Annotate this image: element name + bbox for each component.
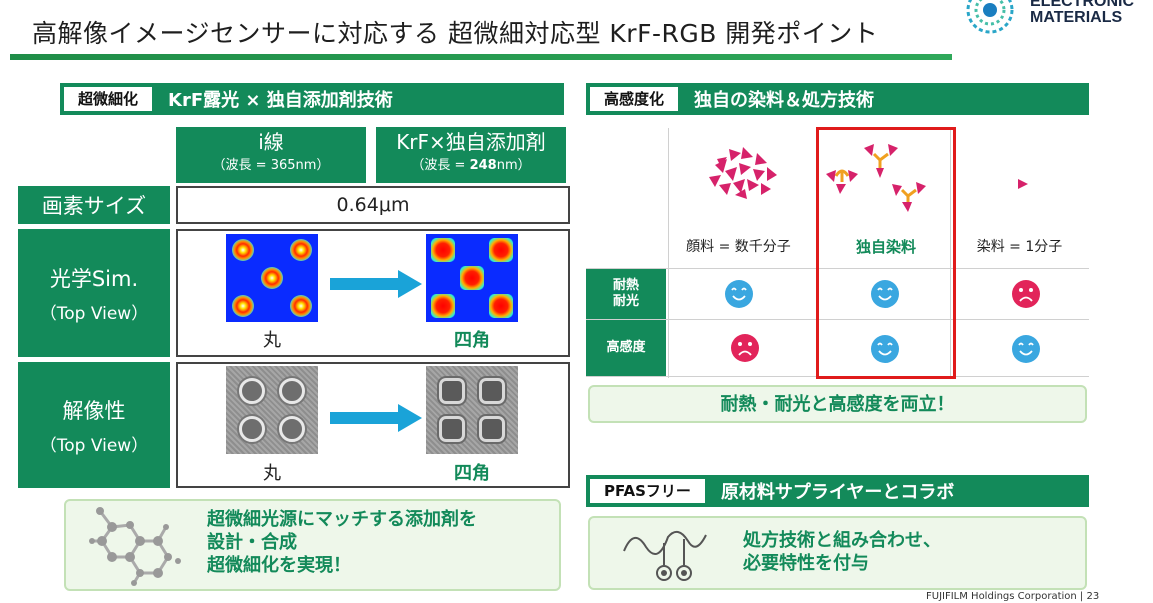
caption-square: 四角 (454, 330, 490, 351)
column-label-pigment: 顔料 = 数千分子 (686, 239, 791, 255)
pfas-callout-text: 処方技術と組み合わせ、 必要特性を付与 (743, 530, 941, 574)
brand-name: ELECTRONIC MATERIALS (1030, 0, 1134, 26)
row-label-sensitivity: 高感度 (586, 320, 666, 376)
table-divider (950, 128, 951, 378)
pfas-callout (588, 516, 1087, 590)
proprietary-dye-highlight (816, 127, 956, 379)
brand-line-2: MATERIALS (1030, 9, 1123, 26)
sem-image-round (226, 366, 318, 454)
column-header-sub: （波長 = 365nm） (212, 158, 330, 173)
company-logo-icon (966, 0, 1014, 34)
dye-molecule-icon (1018, 179, 1028, 189)
pigment-cluster-icon (709, 147, 777, 199)
footer: FUJIFILM Holdings Corporation | 23 (926, 591, 1100, 602)
column-header-krf: KrF×独自添加剤 （波長 = 248nm） (376, 127, 566, 183)
column-header-sub: （波長 = 248nm） (411, 158, 531, 173)
happy-face-icon (1012, 335, 1040, 363)
sim-image-round (226, 234, 318, 322)
left-section-header: 超微細化 KrF露光 × 独自添加剤技術 (60, 83, 564, 115)
right-section-tag: 高感度化 (590, 87, 679, 111)
right-section-title: 独自の染料＆処方技術 (694, 90, 875, 111)
molecule-icon (89, 507, 181, 586)
pfas-tag: PFASフリー (590, 479, 705, 503)
arrow-right-icon (330, 404, 422, 432)
happy-face-icon (871, 280, 899, 308)
brand-line-1: ELECTRONIC (1030, 0, 1134, 10)
sad-face-icon (731, 334, 759, 362)
arrow-right-icon (330, 270, 422, 298)
right-section-header: 高感度化 独自の染料＆処方技術 (586, 83, 1089, 115)
pfas-section-header: PFASフリー 原材料サプライヤーとコラボ (586, 475, 1089, 507)
proprietary-dye-icon (826, 144, 926, 212)
sim-image-square (426, 234, 518, 322)
column-label-proprietary-dye: 独自染料 (855, 238, 916, 256)
left-section-title: KrF露光 × 独自添加剤技術 (168, 90, 393, 111)
formulation-icon (623, 530, 707, 581)
row-label-pixel-size: 画素サイズ (18, 186, 170, 224)
summary-callout: 耐熱・耐光と高感度を両立！ (588, 385, 1087, 423)
left-section-tag: 超微細化 (64, 87, 153, 111)
column-header-i-line: i線 （波長 = 365nm） (176, 127, 366, 183)
table-divider (586, 268, 1089, 269)
table-divider (668, 128, 669, 378)
title-underline (10, 54, 952, 60)
row-label-resolution: 解像性 （Top View） (18, 362, 170, 488)
happy-face-icon (871, 335, 899, 363)
pixel-size-value: 0.64μm (176, 186, 570, 224)
caption-square: 四角 (454, 463, 490, 484)
sem-image-square (426, 366, 518, 454)
summary-text: 耐熱・耐光と高感度を両立！ (720, 393, 955, 415)
additive-callout (64, 499, 561, 591)
row-label-heat-light-resistance: 耐熱 耐光 (586, 269, 666, 319)
caption-round: 丸 (263, 463, 281, 484)
sad-face-icon (1012, 280, 1040, 308)
column-label-dye: 染料 = 1分子 (976, 239, 1063, 255)
column-header-main: KrF×独自添加剤 (396, 130, 546, 154)
row-label-optical-sim: 光学Sim. （Top View） (18, 229, 170, 357)
page-title: 高解像イメージセンサーに対応する 超微細対応型 KrF-RGB 開発ポイント (32, 19, 879, 48)
table-divider (586, 319, 1089, 320)
column-header-main: i線 (258, 130, 284, 154)
pfas-title: 原材料サプライヤーとコラボ (720, 482, 955, 503)
happy-face-icon (725, 280, 753, 308)
additive-callout-text: 超微細光源にマッチする添加剤を 設計・合成 超微細化を実現！ (207, 509, 477, 576)
caption-round: 丸 (263, 330, 281, 351)
